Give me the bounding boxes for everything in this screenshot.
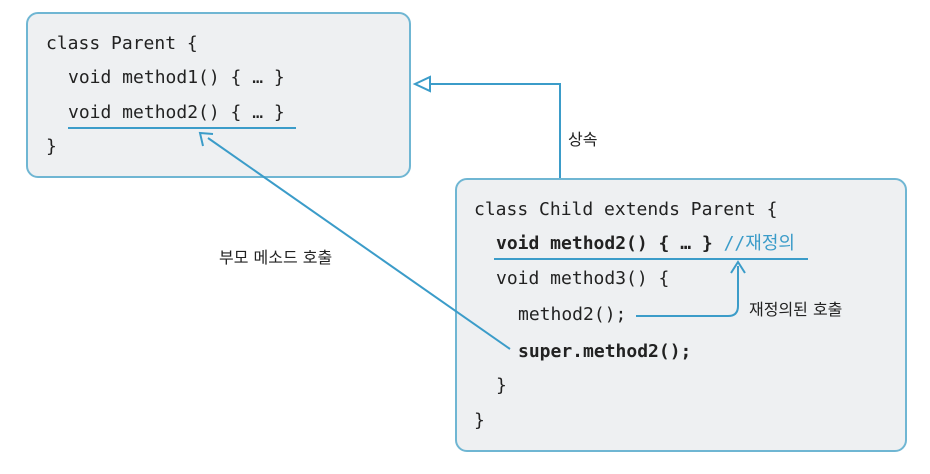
inheritance-arrow-head <box>412 75 431 93</box>
parent-class-declaration: class Parent { <box>46 33 198 54</box>
child-overridden-method2: void method2() { … } //재정의 <box>496 233 795 255</box>
inheritance-arrow-line <box>430 83 561 178</box>
parent-class-box <box>26 12 411 178</box>
child-method2-call: method2(); <box>518 304 627 325</box>
parent-method2: void method2() { … } <box>68 102 285 123</box>
child-method3-declaration: void method3() { <box>496 268 670 289</box>
override-comment: //재정의 <box>712 233 795 254</box>
parent-call-arrow-line <box>207 137 511 350</box>
parent-method1: void method1() { … } <box>68 67 285 88</box>
overridden-call-label: 재정의된 호출 <box>749 300 843 319</box>
overridden-call-arrow-head <box>730 260 746 274</box>
child-class-declaration: class Child extends Parent { <box>474 199 778 220</box>
parent-closing-brace: } <box>46 136 57 157</box>
parent-call-arrow-head <box>198 131 214 147</box>
parent-method-call-label: 부모 메소드 호출 <box>219 248 333 267</box>
inheritance-label: 상속 <box>568 130 598 149</box>
child-closing-brace: } <box>474 410 485 431</box>
child-super-method2-call: super.method2(); <box>518 341 692 362</box>
child-method2-code: void method2() { … } <box>496 233 713 254</box>
child-method3-closing-brace: } <box>496 375 507 396</box>
overridden-call-arrow-line <box>636 266 739 317</box>
